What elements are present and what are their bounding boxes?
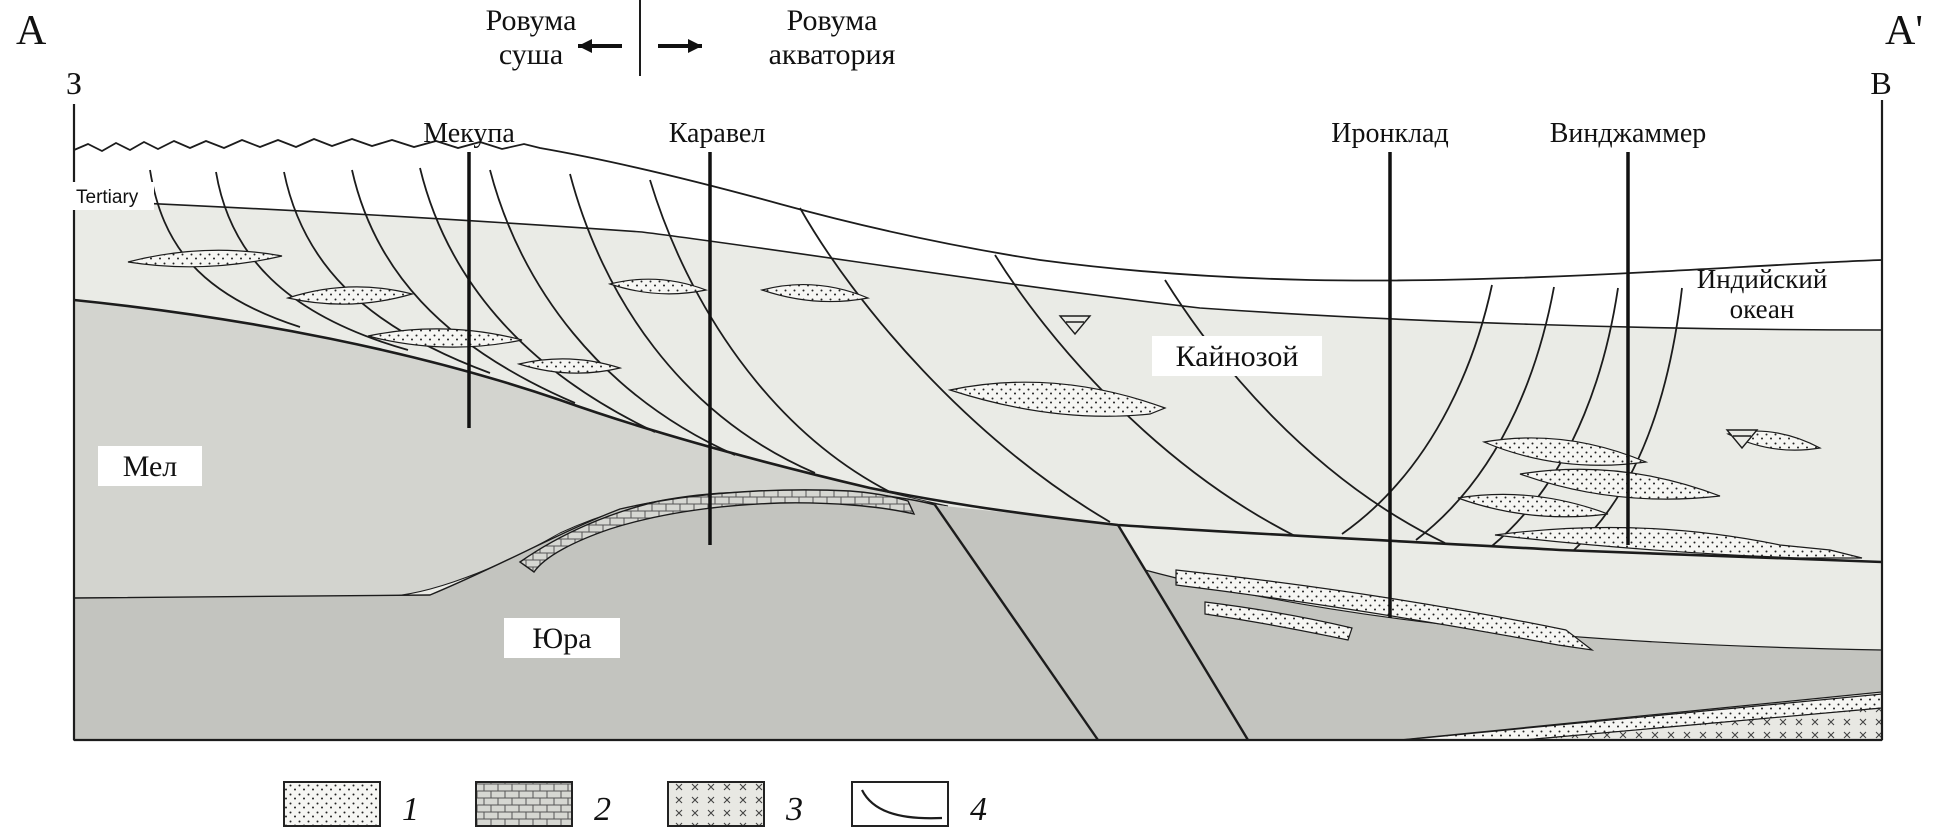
- well-label-karavel: Каравел: [669, 118, 766, 149]
- water-level-icon: [1058, 315, 1092, 336]
- cretaceous-label: Мел: [123, 450, 178, 483]
- seafloor-line: [73, 199, 1883, 331]
- region-offshore-line2: акватория: [769, 38, 896, 71]
- tertiary-label-chip: [68, 182, 154, 210]
- limestone-cap: [518, 489, 916, 573]
- legend-swatch-sandstone: [283, 781, 381, 827]
- direction-east: В: [1870, 65, 1891, 101]
- legend-number-2: 2: [594, 791, 611, 828]
- sand-lens: [1494, 526, 1863, 559]
- sand-lens: [1457, 493, 1609, 518]
- listric-fault-line: [1164, 279, 1446, 544]
- sand-lens: [947, 381, 1167, 417]
- tertiary-label: Tertiary: [76, 187, 139, 208]
- labels: А А' З В Ровума суша Ровума акватория Ме…: [16, 0, 1923, 658]
- sand-lens: [127, 249, 283, 268]
- well-label-ironclad: Иронклад: [1331, 118, 1448, 149]
- sand-lens: [285, 286, 415, 305]
- steep-fault-line: [934, 504, 1099, 741]
- cenozoic-label-chip: [1152, 336, 1322, 376]
- sand-lens: [1519, 468, 1721, 500]
- well-label-mekupa: Мекупа: [423, 118, 515, 149]
- section-label-a: А: [16, 8, 47, 54]
- sand-bed: [1204, 601, 1353, 641]
- legend-fault-curve: [861, 789, 943, 820]
- sand-lens: [367, 328, 523, 348]
- sand-lens: [607, 278, 709, 295]
- steep-fault-line: [1116, 524, 1250, 741]
- water-white-band: [74, 139, 1882, 330]
- listric-fault-line: [215, 171, 409, 351]
- region-land-line2: суша: [499, 38, 563, 71]
- legend: 1 2 3 4: [283, 781, 987, 828]
- water-level-icon: [1725, 429, 1759, 450]
- cretaceous-label-chip: [98, 446, 202, 486]
- legend-swatch-fault: [851, 781, 949, 827]
- legend-swatch-basement: [667, 781, 765, 827]
- jurassic-label: Юра: [532, 622, 591, 655]
- jurassic-label-chip: [504, 618, 620, 658]
- east-arrow-icon: [658, 39, 702, 53]
- listric-fault-line: [351, 169, 576, 404]
- well-label-windjammer: Винджаммер: [1550, 118, 1707, 149]
- jurassic-fault-block: [935, 505, 1248, 740]
- sand-lenses: [127, 249, 1863, 559]
- cenozoic-label: Кайнозой: [1176, 340, 1299, 373]
- ocean-label-line1: Индийский: [1697, 264, 1828, 294]
- sand-lens: [1481, 437, 1649, 466]
- legend-number-4: 4: [970, 791, 987, 828]
- sand-bed: [1175, 569, 1595, 651]
- west-arrow-icon: [578, 39, 622, 53]
- legend-swatch-limestone: [475, 781, 573, 827]
- listric-fault-line: [1491, 287, 1619, 547]
- water-level-icons: [1058, 315, 1759, 450]
- section-body: [72, 100, 1884, 742]
- sand-lens: [516, 358, 623, 374]
- listric-faults: [149, 167, 1683, 551]
- ocean-label-line2: океан: [1730, 294, 1795, 324]
- well-bores: [467, 152, 1630, 618]
- section-label-a-prime: А': [1885, 8, 1923, 54]
- listric-fault-line: [1415, 286, 1555, 541]
- region-offshore-line1: Ровума: [787, 4, 878, 37]
- detachment-line: [73, 298, 1883, 564]
- legend-number-3: 3: [785, 791, 803, 828]
- listric-fault-line: [569, 173, 816, 474]
- legend-number-1: 1: [402, 791, 419, 828]
- listric-fault-line: [489, 169, 736, 456]
- listric-fault-line: [419, 167, 656, 433]
- listric-fault-line: [1341, 284, 1493, 535]
- direction-west: З: [66, 65, 82, 101]
- sand-lens: [759, 283, 871, 303]
- listric-fault-line: [1573, 287, 1683, 551]
- listric-fault-line: [799, 207, 1111, 523]
- listric-fault-line: [649, 179, 891, 493]
- region-land-line1: Ровума: [486, 4, 577, 37]
